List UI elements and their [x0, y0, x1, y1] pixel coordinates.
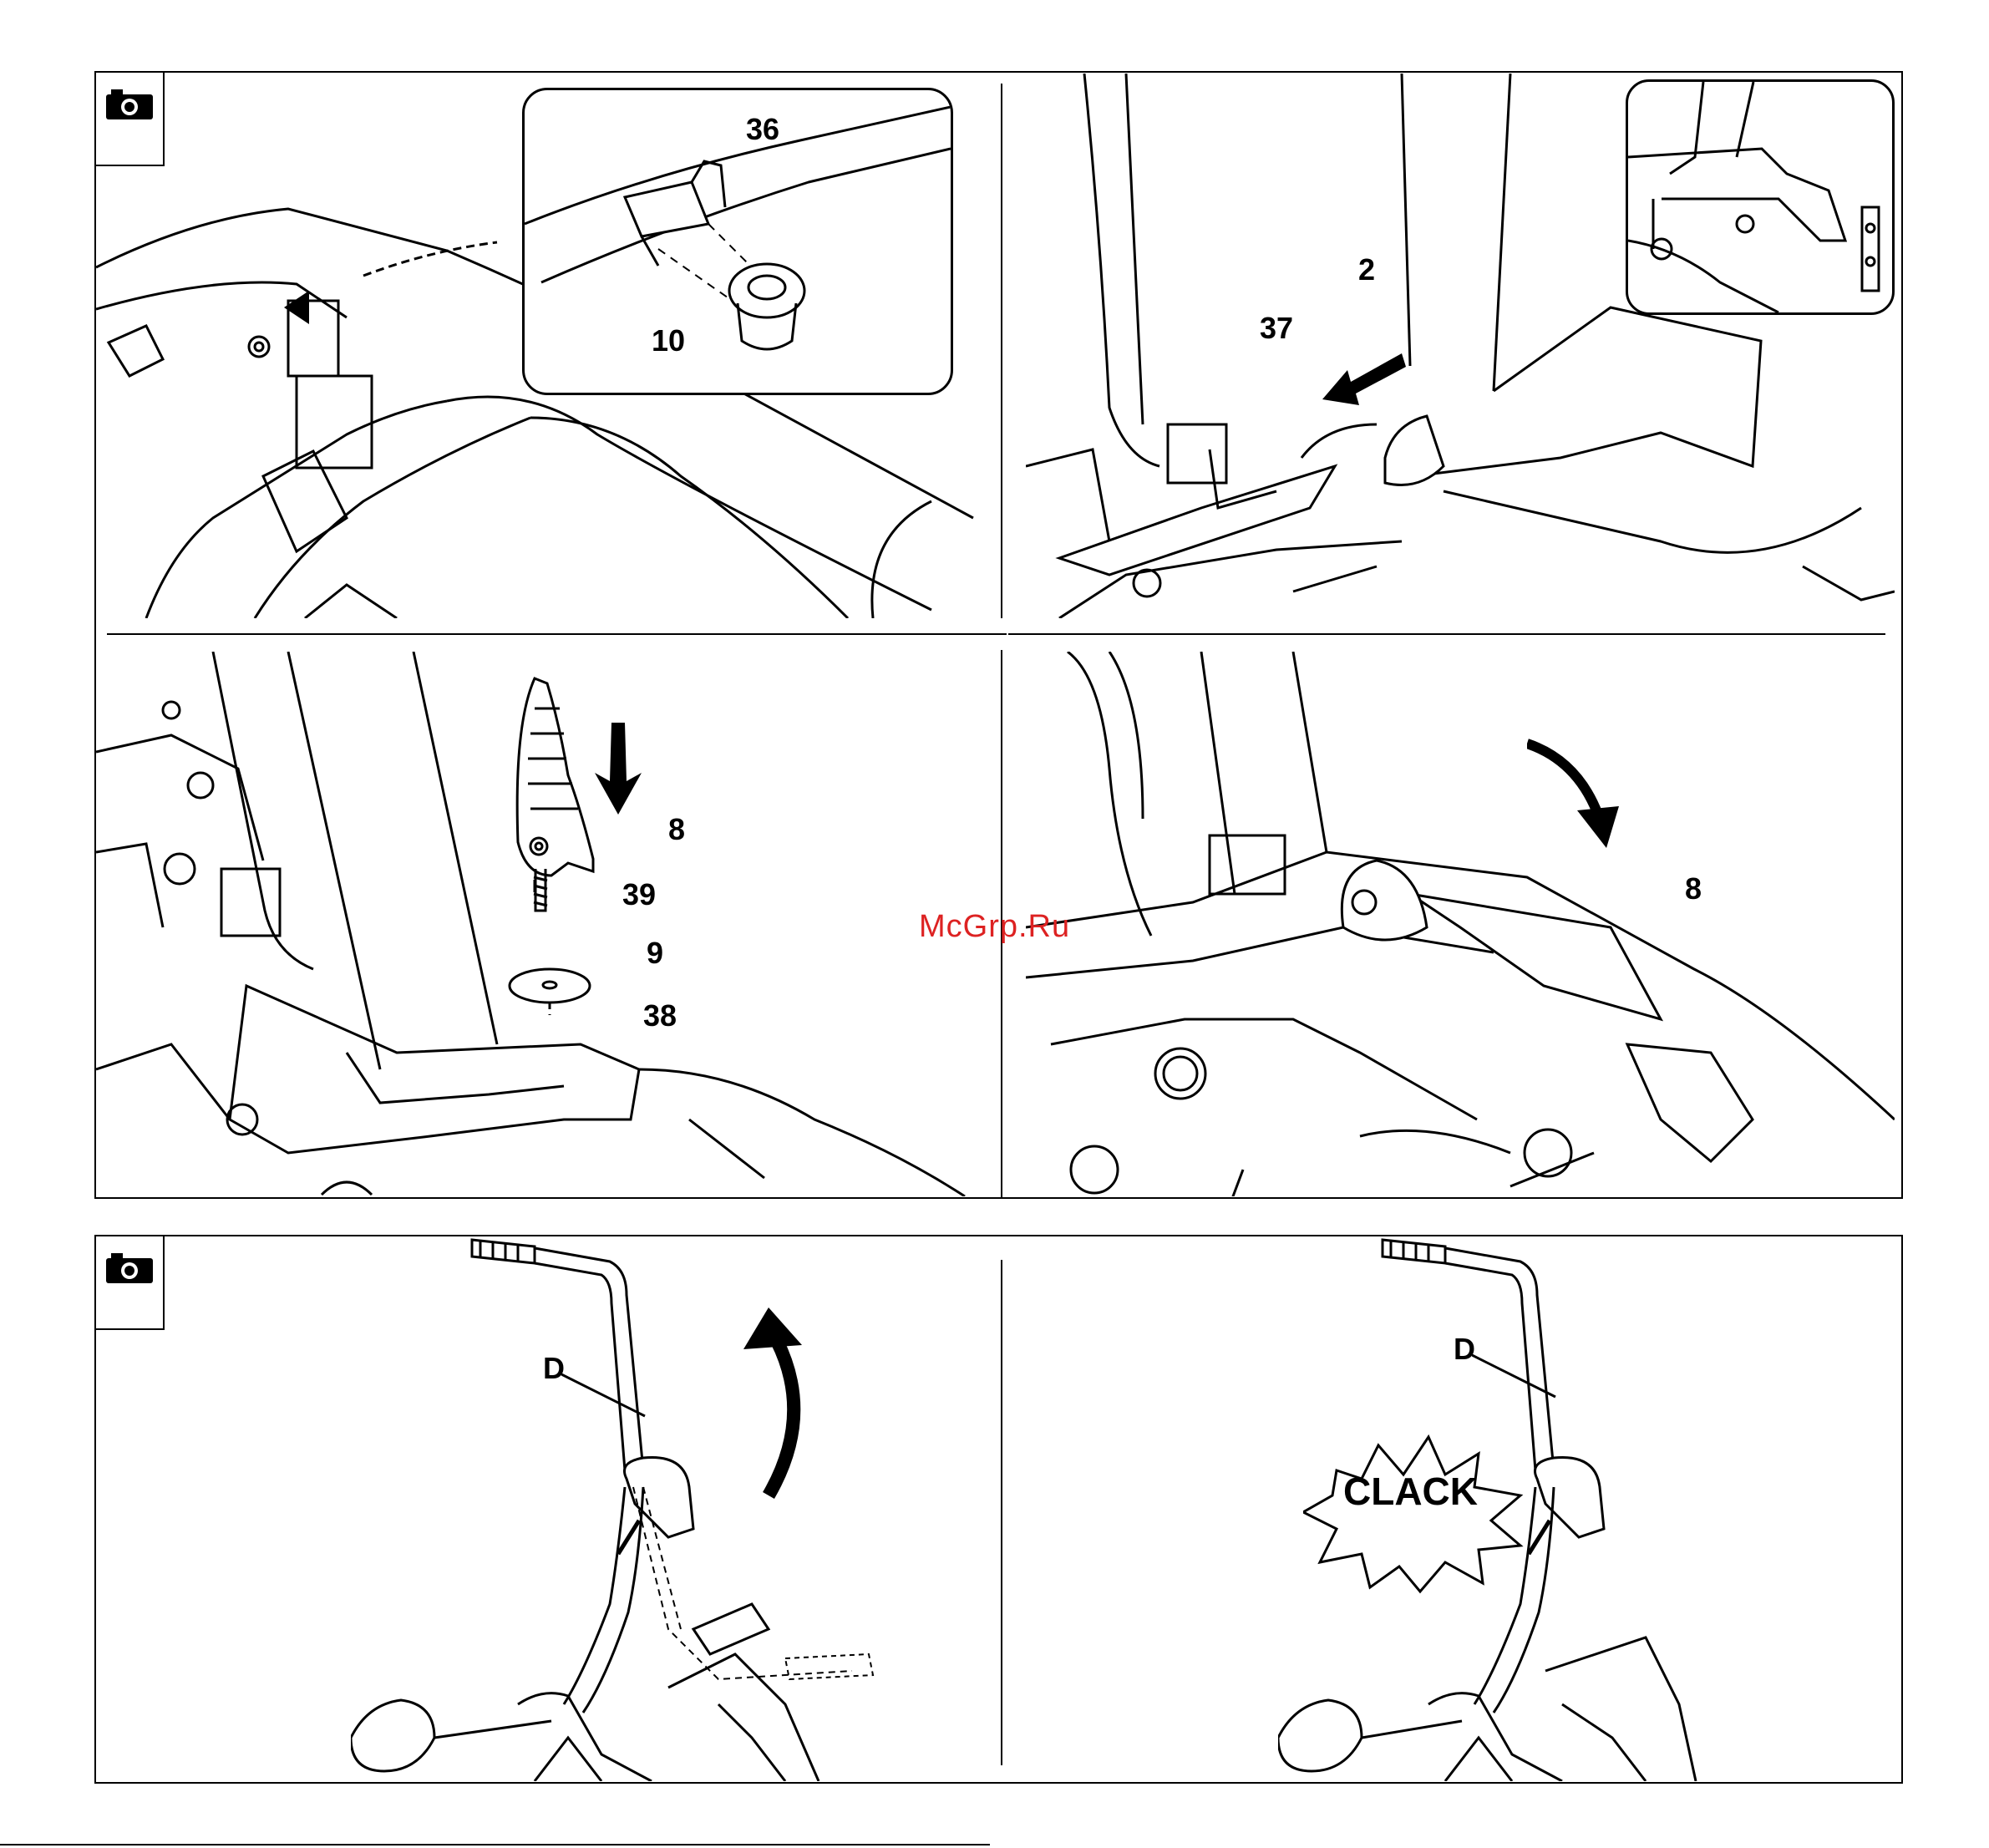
camera-badge-bottom: [96, 1236, 165, 1330]
callout-8-left: 8: [668, 815, 685, 845]
leader-line-D-right: [1472, 1351, 1572, 1401]
top-horizontal-divider: [107, 633, 1007, 635]
watermark: McGrp.Ru: [919, 909, 1070, 945]
panel-3-illustration: [96, 652, 982, 1196]
panel-2-inset: [1626, 79, 1895, 315]
panel-5-illustration: [351, 1236, 969, 1781]
arrow-icon: [593, 723, 643, 815]
footer-rule: [0, 1844, 990, 1845]
callout-36: 36: [746, 114, 779, 145]
callout-37: 37: [1260, 313, 1293, 343]
top-vertical-divider: [1001, 84, 1002, 618]
callout-2: 2: [1358, 255, 1375, 285]
camera-icon: [104, 1251, 155, 1285]
arrow-icon: [284, 291, 317, 324]
bottom-vertical-divider: [1001, 1260, 1002, 1765]
callout-9: 9: [647, 938, 663, 968]
clack-text: CLACK: [1343, 1469, 1478, 1514]
top-horizontal-divider-right: [1008, 633, 1885, 635]
panel-4-illustration: [1026, 652, 1895, 1196]
arrow-icon: [1527, 735, 1627, 852]
bolt-39-part: [524, 869, 557, 936]
arrow-icon: [743, 1307, 819, 1508]
leader-line-D-left: [561, 1370, 662, 1420]
arrow-icon: [1322, 353, 1406, 412]
callout-10: 10: [652, 326, 685, 356]
callout-8-right: 8: [1685, 874, 1702, 904]
panel-1-inset: [522, 88, 953, 395]
washer-9-part: [504, 965, 596, 1015]
callout-38: 38: [643, 1001, 677, 1031]
callout-39: 39: [622, 880, 656, 910]
